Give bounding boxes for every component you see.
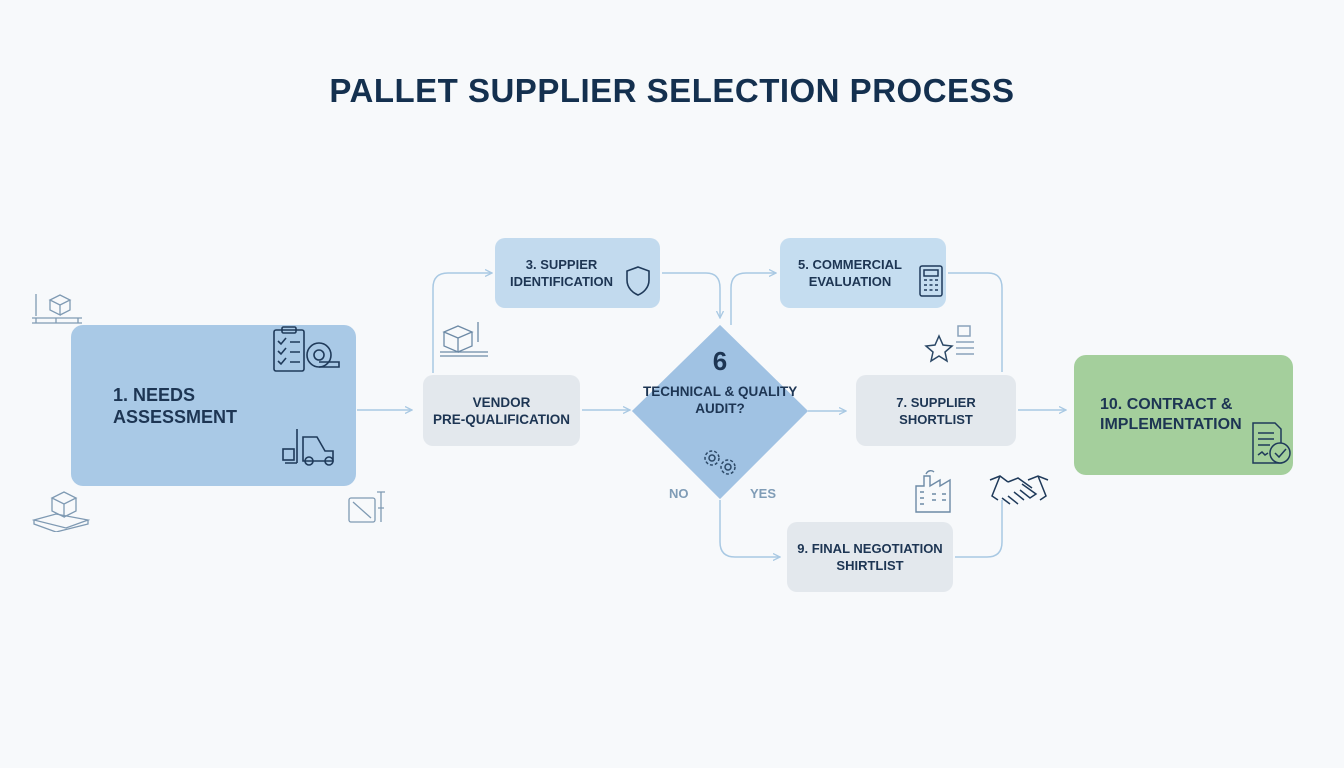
- connector-negotiation-to-shortlist: [955, 500, 1003, 558]
- forklift-icon: [282, 429, 334, 466]
- scale-icon: [348, 491, 385, 523]
- shield-icon: [626, 266, 650, 296]
- connector-prequal-to-identification: [432, 273, 492, 373]
- step-supplier-shortlist-line2: SHORTLIST: [899, 411, 973, 427]
- step-supplier-identification: 3. SUPPIER IDENTIFICATION: [495, 238, 660, 308]
- handshake-icon: [989, 475, 1049, 505]
- pallet-box-icon: [440, 322, 488, 357]
- step-supplier-identification-line2: IDENTIFICATION: [510, 274, 614, 289]
- decision-technical-quality-audit: 6 TECHNICAL & QUALITY AUDIT?: [640, 345, 800, 417]
- step-commercial-evaluation-line1: 5. COMMERCIAL: [798, 257, 902, 272]
- decision-line2: QUALITY: [738, 384, 798, 399]
- branch-yes-label: YES: [750, 486, 777, 501]
- step-vendor-prequalification-line1: VENDOR: [472, 394, 531, 410]
- pallet-crate-icon: [32, 491, 90, 532]
- clipboard-checklist-icon: [273, 326, 305, 372]
- factory-icon: [915, 469, 951, 513]
- step-contract-implementation-line2: IMPLEMENTATION: [1100, 416, 1242, 433]
- page-title: PALLET SUPPLIER SELECTION PROCESS: [329, 72, 1015, 109]
- connector-commercial-to-shortlist: [948, 272, 1003, 372]
- connector-identification-to-decision: [662, 272, 720, 318]
- step-vendor-prequalification-line2: PRE-QUALIFICATION: [433, 411, 570, 427]
- step-supplier-identification-line1: 3. SUPPIER: [525, 257, 598, 272]
- step-supplier-shortlist-line1: 7. SUPPLIER: [896, 394, 976, 410]
- branch-no-label: NO: [669, 486, 689, 501]
- decision-line3: AUDIT?: [695, 401, 745, 416]
- step-final-negotiation: 9. FINAL NEGOTIATION SHIRTLIST: [787, 522, 953, 592]
- decision-line1: TECHNICAL &: [642, 384, 735, 399]
- step-needs-assessment-line2: ASSESSMENT: [113, 406, 238, 427]
- decision-number: 6: [712, 346, 728, 376]
- gears-icon: [704, 450, 736, 475]
- step-needs-assessment: 1. NEEDS ASSESSMENT: [71, 325, 356, 486]
- pallet-stack-icon: [32, 294, 82, 324]
- step-supplier-shortlist: 7. SUPPLIER SHORTLIST: [856, 375, 1016, 446]
- step-final-negotiation-line1: 9. FINAL NEGOTIATION: [797, 541, 943, 556]
- connector-decision-to-commercial: [730, 273, 776, 325]
- tape-measure-icon: [306, 342, 340, 368]
- step-contract-implementation: 10. CONTRACT & IMPLEMENTATION: [1074, 355, 1293, 475]
- step-needs-assessment-line1: 1. NEEDS: [113, 384, 196, 405]
- step-commercial-evaluation-line2: EVALUATION: [808, 274, 892, 289]
- contract-check-icon: [1252, 422, 1291, 464]
- step-final-negotiation-line2: SHIRTLIST: [836, 558, 904, 573]
- connector-decision-to-negotiation: [719, 500, 780, 557]
- star-icon: [924, 325, 974, 363]
- step-commercial-evaluation: 5. COMMERCIAL EVALUATION: [780, 238, 946, 308]
- step-contract-implementation-line1: 10. CONTRACT &: [1100, 396, 1233, 413]
- step-vendor-prequalification: VENDOR PRE-QUALIFICATION: [423, 375, 580, 446]
- calculator-icon: [919, 265, 943, 297]
